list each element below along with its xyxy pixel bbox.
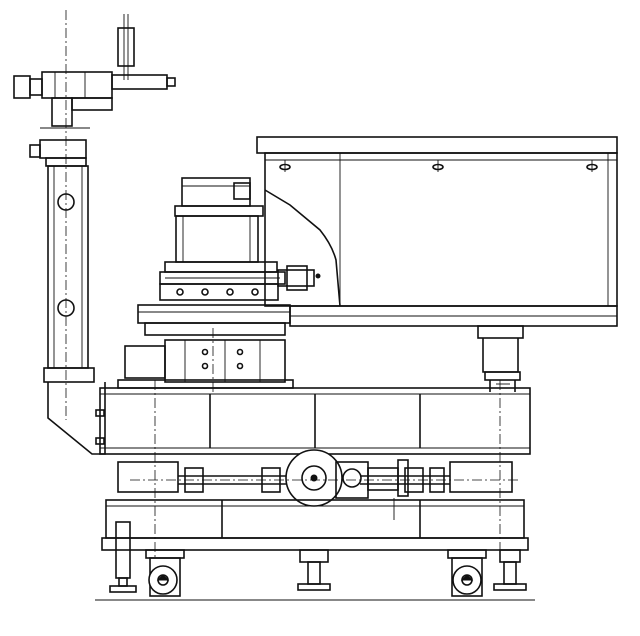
marker-symbol — [279, 160, 598, 172]
leveling-feet — [95, 549, 535, 601]
left-wheel-assembly — [145, 549, 185, 597]
upper-gantry-box — [256, 136, 618, 327]
drive-line — [117, 449, 520, 520]
upper-device-stack — [159, 177, 321, 301]
lower-frame — [101, 499, 529, 579]
right-wheel-assembly — [447, 549, 487, 597]
right-hanger-bracket — [477, 325, 524, 392]
stage-base — [117, 304, 294, 395]
left-column — [13, 10, 176, 455]
